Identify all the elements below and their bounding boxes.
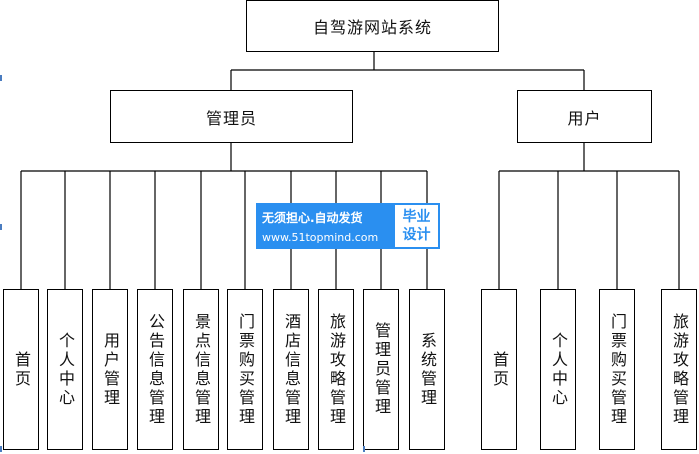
admin-module-node: 旅游攻略管理 <box>318 289 354 450</box>
edge-marker <box>363 446 365 452</box>
module-label: 门票购买管理 <box>236 312 255 427</box>
admin-module-node: 个人中心 <box>47 289 83 450</box>
module-label: 管理员管理 <box>372 322 391 417</box>
user-module-node: 旅游攻略管理 <box>661 289 697 450</box>
module-label: 个人中心 <box>56 331 75 408</box>
watermark-slogan: 无须担心.自动发货 <box>262 211 363 225</box>
module-label: 旅游攻略管理 <box>670 312 689 427</box>
module-label: 用户管理 <box>101 331 120 408</box>
user-module-node: 门票购买管理 <box>599 289 635 450</box>
admin-module-node: 酒店信息管理 <box>273 289 309 450</box>
watermark-url: www.51topmind.com <box>262 231 379 244</box>
admin-module-node: 首页 <box>3 289 39 450</box>
admin-module-node: 用户管理 <box>92 289 128 450</box>
module-label: 首页 <box>490 350 509 389</box>
module-label: 景点信息管理 <box>192 312 211 427</box>
module-label: 个人中心 <box>549 331 568 408</box>
user-module-node: 个人中心 <box>540 289 576 450</box>
role-node-admin: 管理员 <box>110 90 353 143</box>
admin-module-node: 门票购买管理 <box>227 289 263 450</box>
watermark-badge: 毕业 设计 <box>393 203 440 249</box>
role-node-user: 用户 <box>517 90 652 143</box>
module-label: 首页 <box>12 350 31 389</box>
edge-marker <box>0 224 2 230</box>
module-label: 酒店信息管理 <box>282 312 301 427</box>
root-node: 自驾游网站系统 <box>246 0 499 52</box>
edge-marker <box>0 446 2 452</box>
module-label: 系统管理 <box>418 331 437 408</box>
role-node-admin-label: 管理员 <box>205 108 257 128</box>
role-node-user-label: 用户 <box>567 108 602 128</box>
watermark-badge-line2: 设计 <box>402 227 431 243</box>
watermark-banner: 无须担心.自动发货 www.51topmind.com <box>256 203 393 249</box>
watermark-badge-line1: 毕业 <box>402 209 431 225</box>
admin-module-node: 系统管理 <box>409 289 445 450</box>
edge-marker <box>0 75 2 81</box>
user-module-node: 首页 <box>481 289 517 450</box>
admin-module-node: 公告信息管理 <box>137 289 173 450</box>
admin-module-node: 景点信息管理 <box>183 289 219 450</box>
root-node-label: 自驾游网站系统 <box>312 18 432 37</box>
admin-module-node: 管理员管理 <box>363 289 399 450</box>
module-label: 旅游攻略管理 <box>327 312 346 427</box>
module-label: 门票购买管理 <box>608 312 627 427</box>
module-label: 公告信息管理 <box>146 312 165 427</box>
